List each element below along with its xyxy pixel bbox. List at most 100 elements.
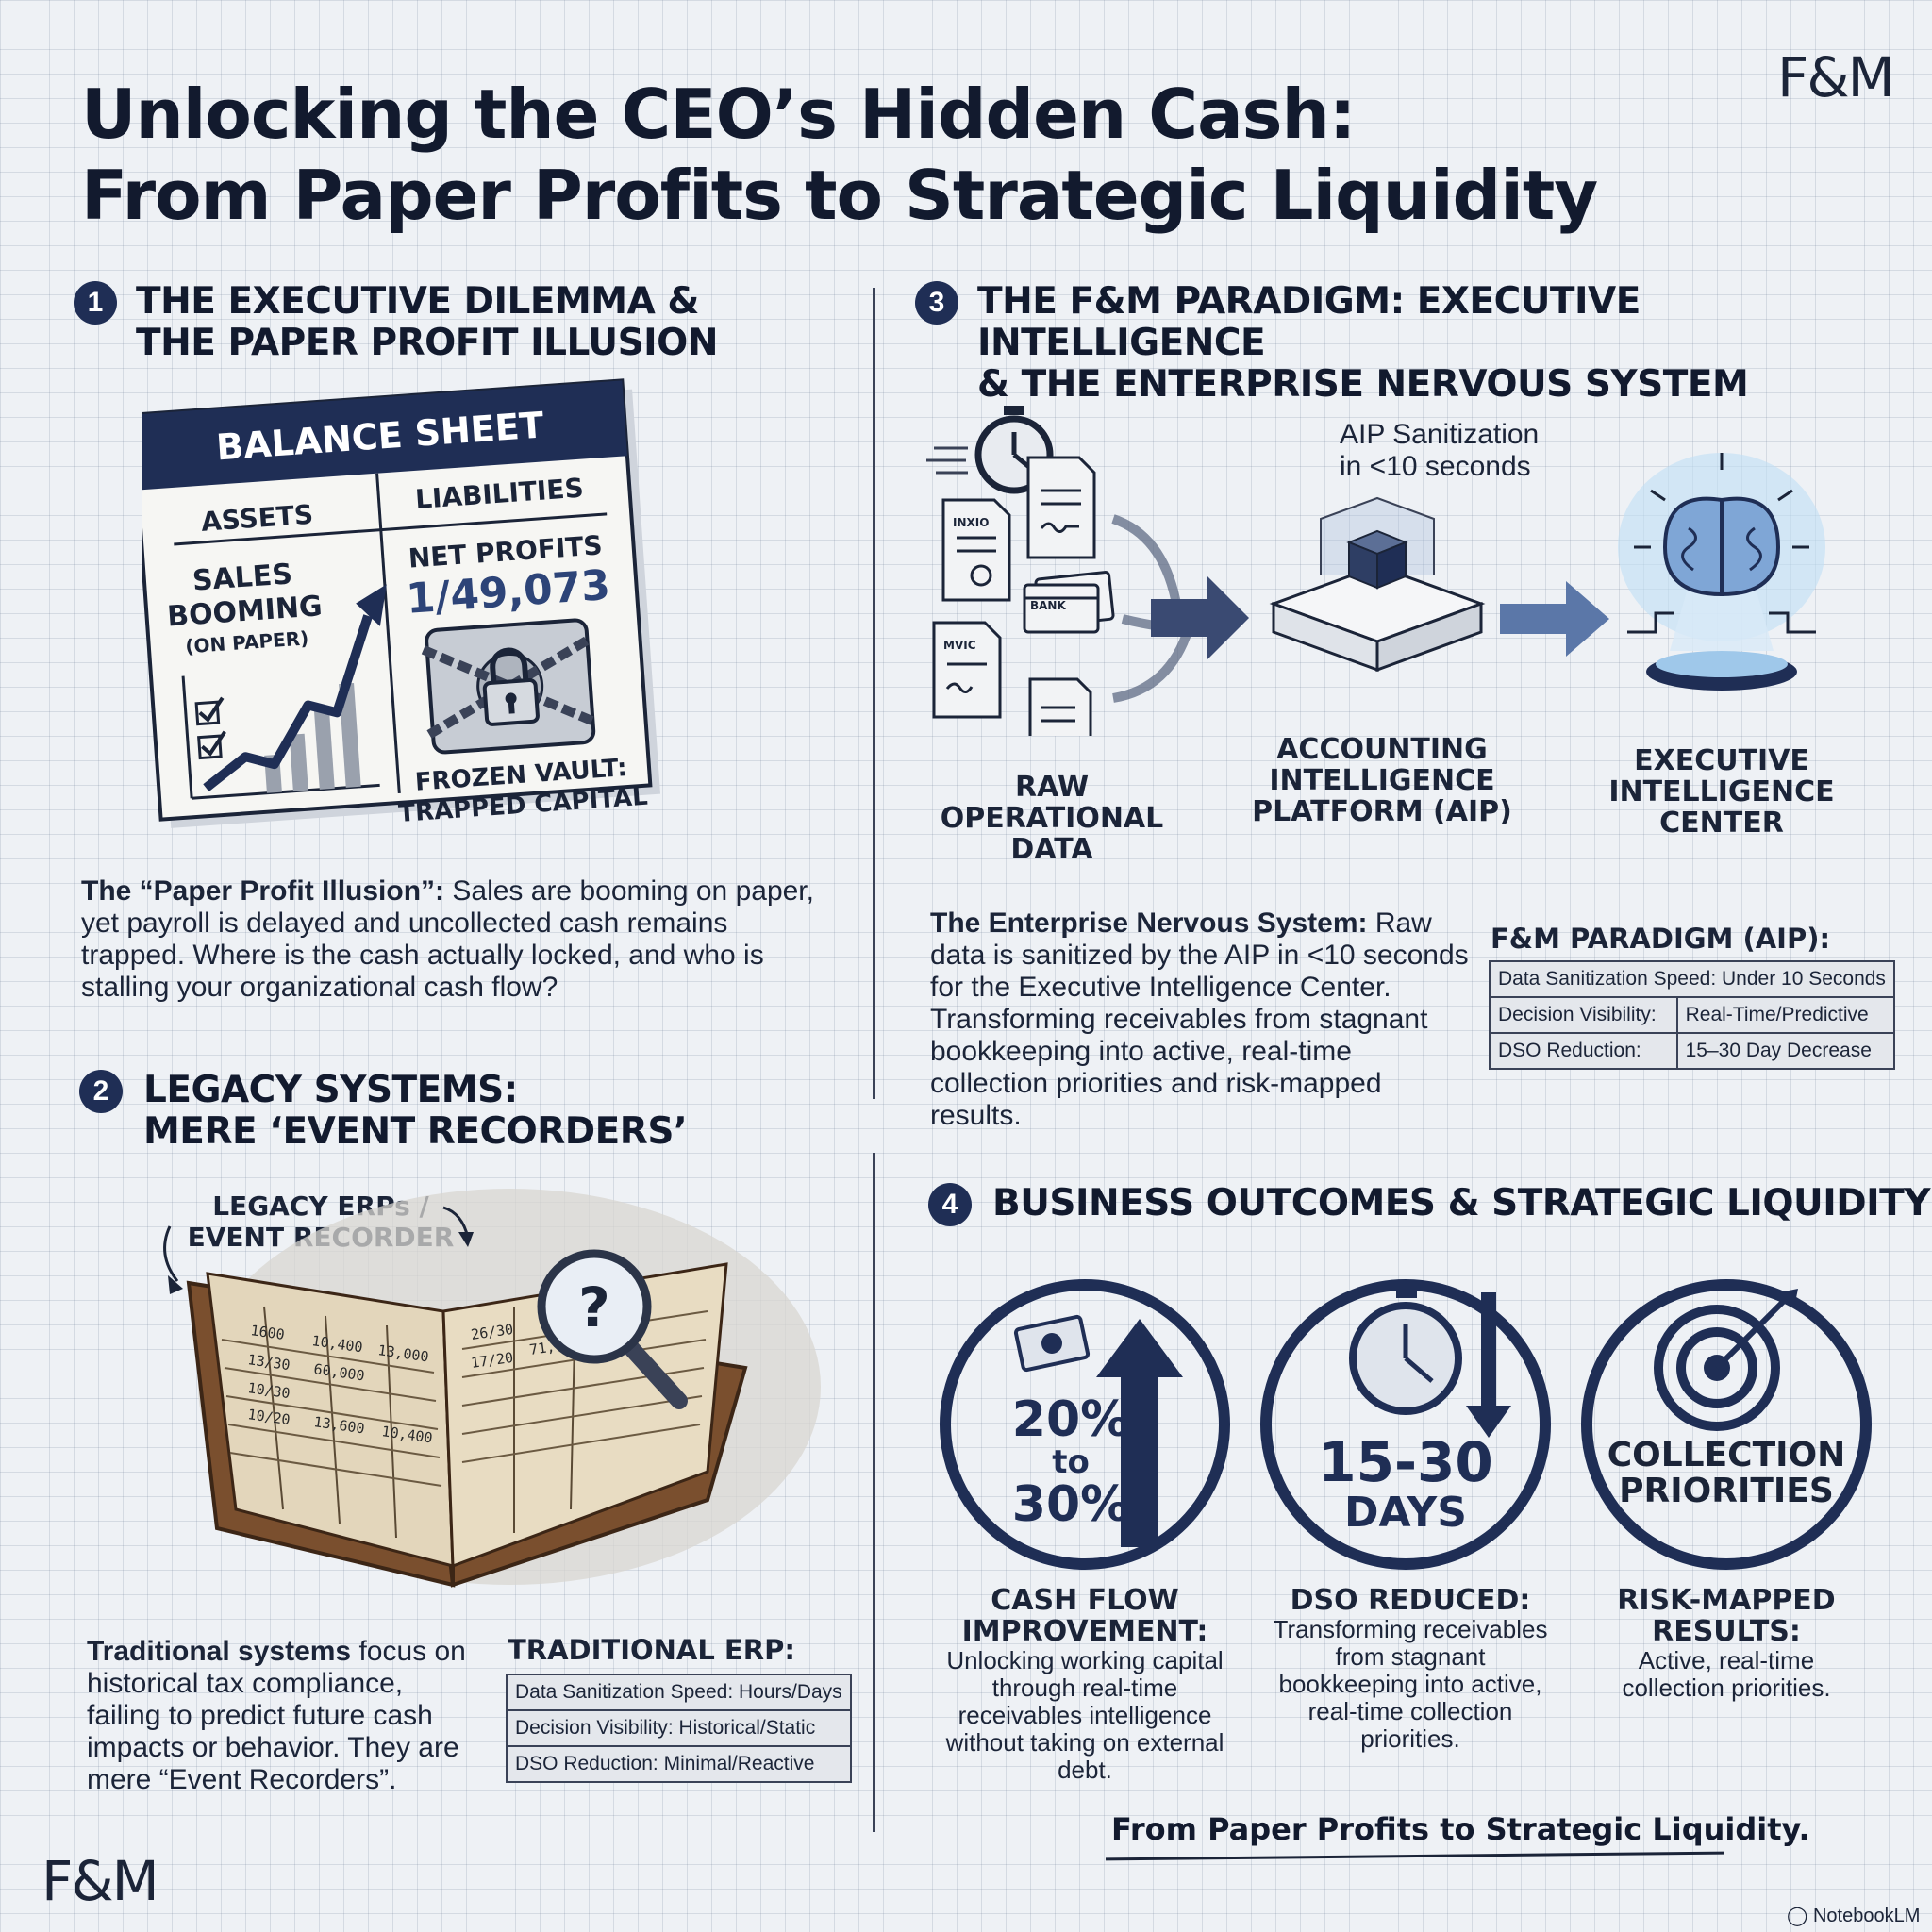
outcome-risk: RISK-MAPPED RESULTS: Active, real-time c… bbox=[1594, 1585, 1858, 1702]
dso-value: 15-30 DAYS bbox=[1292, 1434, 1519, 1536]
section-1-body-bold: The “Paper Profit Illusion”: bbox=[81, 875, 445, 907]
cash-flow-circle bbox=[940, 1279, 1230, 1570]
timer-label-line-2: in <10 seconds bbox=[1340, 451, 1531, 482]
section-4-badge: 4 bbox=[928, 1183, 972, 1226]
table-row: Data Sanitization Speed: Hours/Days bbox=[506, 1674, 852, 1711]
table-row: Decision Visibility: Historical/Static bbox=[506, 1709, 852, 1747]
section-2-body: Traditional systems focus on historical … bbox=[87, 1636, 474, 1796]
closing-tagline: From Paper Profits to Strategic Liquidit… bbox=[1111, 1811, 1810, 1847]
section-2-body-bold: Traditional systems bbox=[87, 1636, 352, 1667]
vertical-divider-bottom bbox=[873, 1153, 875, 1832]
section-3-body-text: Raw data is sanitized by the AIP in <10 … bbox=[930, 908, 1469, 1131]
section-1-heading-line-1: THE EXECUTIVE DILEMMA & bbox=[136, 280, 699, 323]
dso-value-line-1: 15-30 bbox=[1318, 1430, 1493, 1494]
vertical-divider-top bbox=[873, 288, 875, 1099]
merge-arrow-icon bbox=[1111, 514, 1249, 703]
section-3-heading-line-1: THE F&M PARADIGM: EXECUTIVE INTELLIGENCE bbox=[977, 280, 1641, 364]
section-2-body-text: focus on historical tax compliance, fail… bbox=[87, 1636, 466, 1795]
outcome-cash-flow-desc: Unlocking working capital through real-t… bbox=[945, 1646, 1224, 1784]
cash-flow-value-line-3: 30% bbox=[1011, 1476, 1130, 1533]
section-2-badge: 2 bbox=[79, 1070, 123, 1113]
section-4-heading: BUSINESS OUTCOMES & STRATEGIC LIQUIDITY bbox=[992, 1182, 1930, 1224]
collection-target-circle bbox=[1581, 1279, 1872, 1570]
table-cell: 15–30 Day Decrease bbox=[1675, 1032, 1895, 1070]
table-cell: Decision Visibility: bbox=[1489, 996, 1678, 1034]
aip-label-line-1: ACCOUNTING bbox=[1276, 733, 1488, 766]
raw-data-label: RAW OPERATIONAL DATA bbox=[934, 772, 1170, 865]
table-cell: Data Sanitization Speed: Hours/Days bbox=[506, 1674, 852, 1711]
checkbox-icons bbox=[194, 696, 226, 760]
raw-data-label-line-1: RAW bbox=[1014, 771, 1090, 804]
table-row: DSO Reduction:15–30 Day Decrease bbox=[1489, 1032, 1895, 1070]
balance-sheet-illustration: BALANCE SHEET ASSETS LIABILITIES SALES B… bbox=[142, 378, 661, 828]
section-3-heading-line-2: & THE ENTERPRISE NERVOUS SYSTEM bbox=[977, 363, 1749, 406]
outcome-circles bbox=[940, 1279, 1872, 1570]
cash-flow-value: 20% to 30% bbox=[1000, 1394, 1141, 1530]
timer-label: AIP Sanitization in <10 seconds bbox=[1340, 419, 1539, 483]
sheet-header-bar bbox=[142, 380, 627, 491]
brand-logo-top: F&M bbox=[1777, 45, 1895, 109]
table-cell: Data Sanitization Speed: Under 10 Second… bbox=[1489, 960, 1895, 998]
section-2-heading-line-2: MERE ‘EVENT RECORDERS’ bbox=[143, 1110, 688, 1153]
section-3-heading: THE F&M PARADIGM: EXECUTIVE INTELLIGENCE… bbox=[977, 281, 1932, 406]
section-1-heading-line-2: THE PAPER PROFIT ILLUSION bbox=[136, 322, 718, 364]
timer-label-line-1: AIP Sanitization bbox=[1340, 419, 1540, 450]
eic-label: EXECUTIVE INTELLIGENCE CENTER bbox=[1594, 745, 1849, 839]
outcome-dso-title-line-1: DSO REDUCED: bbox=[1290, 1584, 1531, 1617]
section-2-heading: LEGACY SYSTEMS: MERE ‘EVENT RECORDERS’ bbox=[143, 1069, 688, 1153]
page-title: Unlocking the CEO’s Hidden Cash: From Pa… bbox=[81, 74, 1628, 236]
outcome-cash-flow-title-line-2: IMPROVEMENT: bbox=[961, 1615, 1208, 1648]
aip-label-line-2: INTELLIGENCE bbox=[1269, 764, 1495, 797]
outcome-cash-flow-title: CASH FLOW IMPROVEMENT: bbox=[934, 1585, 1236, 1647]
curved-arrow-left bbox=[163, 1225, 179, 1282]
outcome-risk-title-line-2: RESULTS: bbox=[1652, 1615, 1801, 1648]
section-1-badge: 1 bbox=[74, 281, 117, 325]
table-cell: DSO Reduction: bbox=[1489, 1032, 1678, 1070]
sheet-sales-line-1: SALES bbox=[192, 558, 293, 597]
section-2-heading-line-1: LEGACY SYSTEMS: bbox=[143, 1069, 518, 1111]
doc-label-mvic: MVIC bbox=[943, 639, 976, 652]
aip-label: ACCOUNTING INTELLIGENCE PLATFORM (AIP) bbox=[1245, 734, 1519, 827]
title-line-2: From Paper Profits to Strategic Liquidit… bbox=[81, 156, 1598, 235]
watermark: ◯ NotebookLM bbox=[1787, 1904, 1920, 1927]
sheet-row-divider bbox=[174, 512, 608, 546]
section-3-badge: 3 bbox=[915, 281, 958, 325]
arrow-head-left bbox=[168, 1275, 183, 1294]
table-cell: Decision Visibility: Historical/Static bbox=[506, 1709, 852, 1747]
traditional-erp-table-title: TRADITIONAL ERP: bbox=[508, 1634, 795, 1666]
cash-flow-value-line-2: to bbox=[1052, 1443, 1090, 1481]
magnifying-glass-icon: ? bbox=[537, 1249, 688, 1409]
dso-circle bbox=[1260, 1279, 1551, 1570]
svg-text:?: ? bbox=[578, 1275, 610, 1340]
section-3-body-bold: The Enterprise Nervous System: bbox=[930, 908, 1368, 939]
sheet-column-divider bbox=[375, 473, 401, 794]
section-3-body: The Enterprise Nervous System: Raw data … bbox=[930, 908, 1477, 1132]
raw-data-label-line-3: DATA bbox=[1010, 833, 1093, 866]
section-1-body-text: Sales are booming on paper, yet payroll … bbox=[81, 875, 814, 1003]
collection-value-line-1: COLLECTION bbox=[1607, 1436, 1846, 1474]
doc-label-invoice: INXIO bbox=[953, 516, 989, 529]
outcome-risk-title-line-1: RISK-MAPPED bbox=[1617, 1584, 1836, 1617]
section-1-body: The “Paper Profit Illusion”: Sales are b… bbox=[81, 875, 836, 1004]
fm-paradigm-table: Data Sanitization Speed: Under 10 Second… bbox=[1489, 960, 1895, 1070]
table-cell: Real-Time/Predictive bbox=[1675, 996, 1895, 1034]
table-cell: DSO Reduction: Minimal/Reactive bbox=[506, 1745, 852, 1783]
section-1-heading: THE EXECUTIVE DILEMMA & THE PAPER PROFIT… bbox=[136, 281, 718, 364]
cash-flow-value-line-1: 20% bbox=[1011, 1391, 1130, 1448]
arrow-to-eic-icon bbox=[1500, 581, 1609, 657]
tagline-underline bbox=[1106, 1851, 1724, 1861]
collection-value: COLLECTION PRIORITIES bbox=[1594, 1438, 1858, 1509]
outcome-risk-title: RISK-MAPPED RESULTS: bbox=[1594, 1585, 1858, 1647]
outcome-cash-flow-title-line-1: CASH FLOW bbox=[991, 1584, 1179, 1617]
outcome-dso-title: DSO REDUCED: bbox=[1264, 1585, 1557, 1616]
aip-platform-icon bbox=[1269, 496, 1486, 673]
outcome-cash-flow: CASH FLOW IMPROVEMENT: Unlocking working… bbox=[934, 1585, 1236, 1784]
eic-label-line-2: INTELLIGENCE bbox=[1608, 775, 1835, 808]
doc-label-bank: BANK bbox=[1030, 599, 1066, 612]
table-row: Decision Visibility:Real-Time/Predictive bbox=[1489, 996, 1895, 1034]
locked-vault-icon bbox=[421, 618, 599, 755]
title-line-1: Unlocking the CEO’s Hidden Cash: bbox=[81, 75, 1357, 154]
growth-chart-icon bbox=[181, 584, 387, 800]
outcome-risk-desc: Active, real-time collection priorities. bbox=[1622, 1646, 1831, 1702]
raw-data-label-line-2: OPERATIONAL bbox=[940, 802, 1164, 835]
